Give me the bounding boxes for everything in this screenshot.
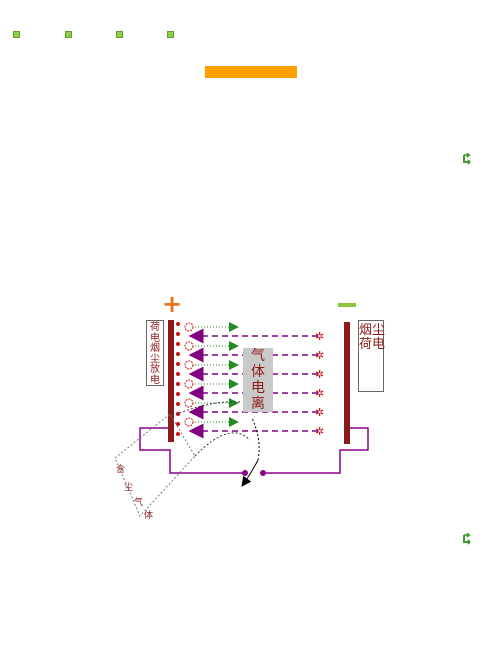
charged-dust-star: ✲ bbox=[315, 387, 324, 400]
charged-dust-star: ✲ bbox=[315, 330, 324, 343]
inlet-label-char: 体 bbox=[144, 511, 154, 521]
charge-dot bbox=[176, 362, 180, 366]
circuit-wire bbox=[139, 427, 245, 474]
dust-particle bbox=[184, 417, 194, 427]
switch-terminal bbox=[260, 470, 266, 476]
charge-dot bbox=[176, 352, 180, 356]
positive-sign: + bbox=[162, 290, 182, 318]
dust-particle bbox=[184, 398, 194, 408]
charged-dust-star: ✲ bbox=[315, 368, 324, 381]
charge-dot bbox=[176, 382, 180, 386]
bullet-icon bbox=[65, 31, 72, 38]
charged-dust-star: ✲ bbox=[315, 406, 324, 419]
positive-plate bbox=[168, 320, 174, 442]
charged-dust-star: ✲ bbox=[315, 425, 324, 438]
dust-particle bbox=[184, 379, 194, 389]
charge-dot bbox=[176, 402, 180, 406]
right-label-text: 烟尘荷电 bbox=[359, 323, 386, 352]
charged-dust-star: ✲ bbox=[315, 349, 324, 362]
pointer-line bbox=[194, 432, 251, 457]
charge-dot bbox=[176, 332, 180, 336]
circuit-wire bbox=[263, 427, 369, 474]
inlet-label-char: 含 bbox=[116, 465, 126, 475]
charge-dot bbox=[176, 392, 180, 396]
gas-ionization-label: 气体电离 bbox=[243, 348, 273, 412]
bullet-icon bbox=[167, 31, 174, 38]
gas-ionization-text: 气体电离 bbox=[251, 348, 266, 412]
switch-terminal bbox=[242, 470, 248, 476]
flow-arrows: ✲ ✲ ✲ ✲ ✲ ✲ bbox=[184, 322, 324, 439]
switch-arrow bbox=[251, 417, 260, 461]
inlet-label-char: 尘 bbox=[124, 483, 134, 493]
electrostatic-precipitator-diagram: + ✲ ✲ ✲ ✲ ✲ ✲ 荷电烟尘放电 烟尘荷电 气体电离 含 尘 气 体 bbox=[100, 290, 400, 530]
bullet-icon bbox=[13, 31, 20, 38]
refresh-icon[interactable] bbox=[461, 153, 473, 165]
right-label-box: 烟尘荷电 bbox=[358, 320, 386, 392]
charge-dot bbox=[176, 372, 180, 376]
pointer-line bbox=[171, 401, 241, 417]
refresh-icon[interactable] bbox=[461, 533, 473, 545]
charge-dot bbox=[176, 422, 180, 426]
charge-dots bbox=[176, 322, 180, 436]
charge-dot bbox=[176, 412, 180, 416]
title-highlight-bar bbox=[205, 66, 297, 78]
dust-particle bbox=[184, 322, 194, 332]
left-label-box: 荷电烟尘放电 bbox=[146, 320, 164, 386]
bullet-icon bbox=[116, 31, 123, 38]
left-label-text: 荷电烟尘放电 bbox=[150, 322, 160, 386]
gas-inlet-box bbox=[114, 413, 196, 517]
charge-dot bbox=[176, 322, 180, 326]
dust-particle bbox=[184, 341, 194, 351]
charge-dot bbox=[176, 432, 180, 436]
switch-arrow bbox=[241, 459, 259, 487]
dust-particle bbox=[184, 360, 194, 370]
negative-sign bbox=[338, 303, 356, 307]
charge-dot bbox=[176, 342, 180, 346]
inlet-label-char: 气 bbox=[134, 498, 144, 508]
negative-plate bbox=[344, 322, 350, 444]
diagram-canvas: + ✲ ✲ ✲ ✲ ✲ ✲ bbox=[114, 290, 369, 517]
